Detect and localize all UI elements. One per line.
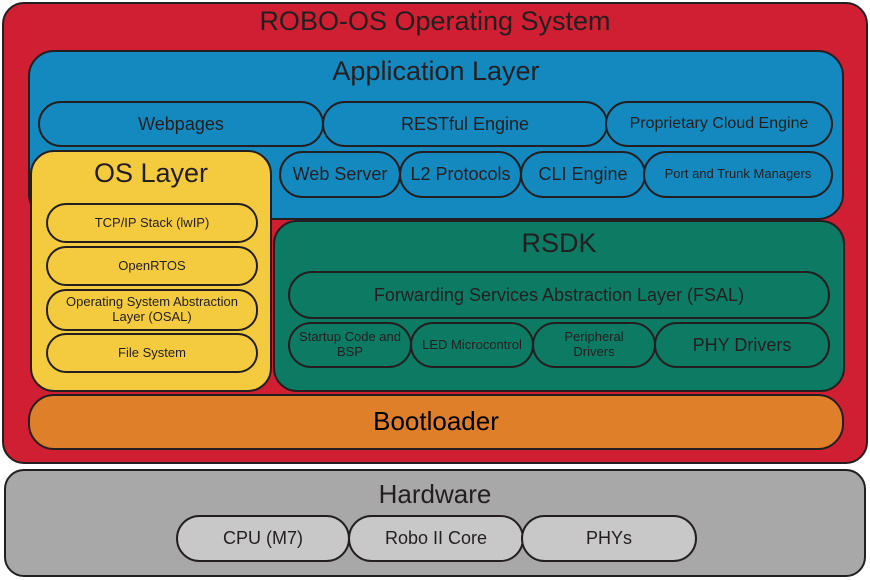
openrtos-block: OpenRTOS — [46, 246, 258, 286]
startup-code-bsp-block: Startup Code and BSP — [288, 322, 412, 368]
restful-engine-block: RESTful Engine — [322, 101, 608, 147]
cli-engine-block: CLI Engine — [520, 151, 646, 198]
led-microcontrol-block: LED Microcontrol — [410, 322, 534, 368]
phy-drivers-block: PHY Drivers — [654, 322, 830, 368]
osal-block: Operating System Abstraction Layer (OSAL… — [46, 289, 258, 331]
hardware-title: Hardware — [378, 479, 492, 509]
os-layer-title: OS Layer — [93, 158, 209, 188]
l2-protocols-block: L2 Protocols — [399, 151, 522, 198]
bootloader-block: Bootloader — [28, 394, 844, 450]
webpages-block: Webpages — [38, 101, 324, 147]
file-system-block: File System — [46, 333, 258, 373]
cpu-m7-block: CPU (M7) — [176, 515, 350, 562]
tcp-ip-stack-block: TCP/IP Stack (lwIP) — [46, 203, 258, 243]
phys-block: PHYs — [521, 515, 697, 562]
robo-os-title: ROBO-OS Operating System — [259, 6, 611, 36]
proprietary-cloud-engine-block: Proprietary Cloud Engine — [605, 101, 833, 147]
robo-ii-core-block: Robo II Core — [348, 515, 524, 562]
application-layer-title: Application Layer — [332, 56, 540, 86]
rsdk-title: RSDK — [521, 228, 597, 258]
port-trunk-managers-block: Port and Trunk Managers — [643, 151, 833, 198]
peripheral-drivers-block: Peripheral Drivers — [532, 322, 656, 368]
fsal-block: Forwarding Services Abstraction Layer (F… — [288, 271, 830, 319]
web-server-block: Web Server — [279, 151, 401, 198]
